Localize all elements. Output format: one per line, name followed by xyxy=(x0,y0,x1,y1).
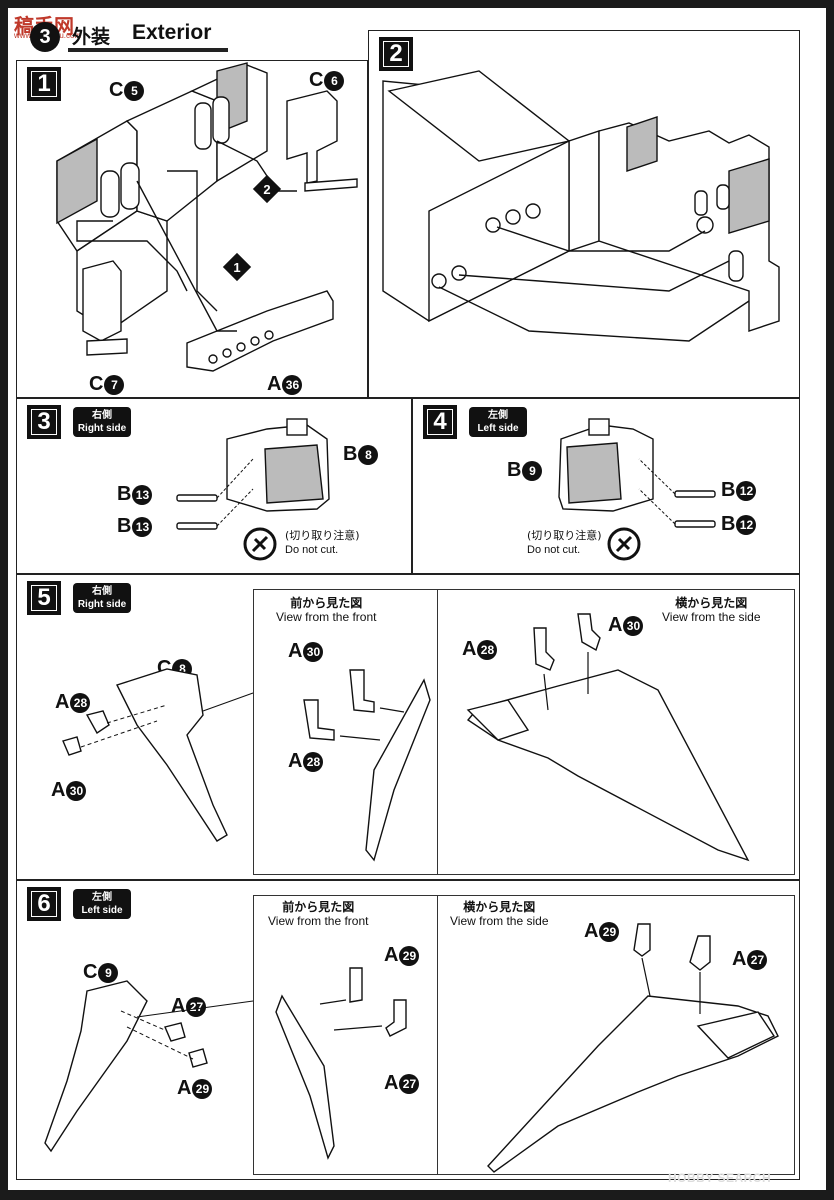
footer-brand: HOBBY SEARCH xyxy=(668,1171,772,1185)
caution-text: (切り取り注意)Do not cut. xyxy=(527,529,602,556)
front-view-illustration xyxy=(275,967,407,1160)
step-3-illustration xyxy=(176,418,330,530)
step-6-main-illustration xyxy=(44,980,254,1153)
step-2-illustration xyxy=(382,70,780,342)
step-4-number: 4 xyxy=(423,405,457,439)
step-1-number: 1 xyxy=(27,67,61,101)
header-underline xyxy=(68,48,228,52)
instruction-page: 稿手网 www.hobbyou.com 3 外装 Exterior 1 C5 C… xyxy=(8,8,826,1190)
front-view-illustration xyxy=(303,669,431,862)
step-3-number: 3 xyxy=(27,405,61,439)
section-number-badge: 3 xyxy=(30,22,60,52)
step-5-main-illustration xyxy=(62,668,254,842)
step-1-illustration xyxy=(56,62,358,372)
side-view-illustration xyxy=(466,613,750,862)
page-header: 稿手网 www.hobbyou.com 3 外装 Exterior xyxy=(8,8,238,52)
step-1-panel: 1 C5 C6 C7 A36 1 2 2 xyxy=(16,60,368,398)
section-title-jp: 外装 xyxy=(72,26,111,48)
step-2-number: 2 xyxy=(379,37,413,71)
caution-text: (切り取り注意)Do not cut. xyxy=(285,529,360,556)
do-not-cut-icon xyxy=(243,527,277,561)
step-4-illustration xyxy=(558,418,716,528)
step-6-number: 6 xyxy=(27,887,61,921)
section-title-en: Exterior xyxy=(132,21,212,44)
side-view-illustration xyxy=(487,923,779,1173)
do-not-cut-icon xyxy=(607,527,641,561)
step-5-number: 5 xyxy=(27,581,61,615)
step-2-panel: 2 xyxy=(368,30,800,398)
